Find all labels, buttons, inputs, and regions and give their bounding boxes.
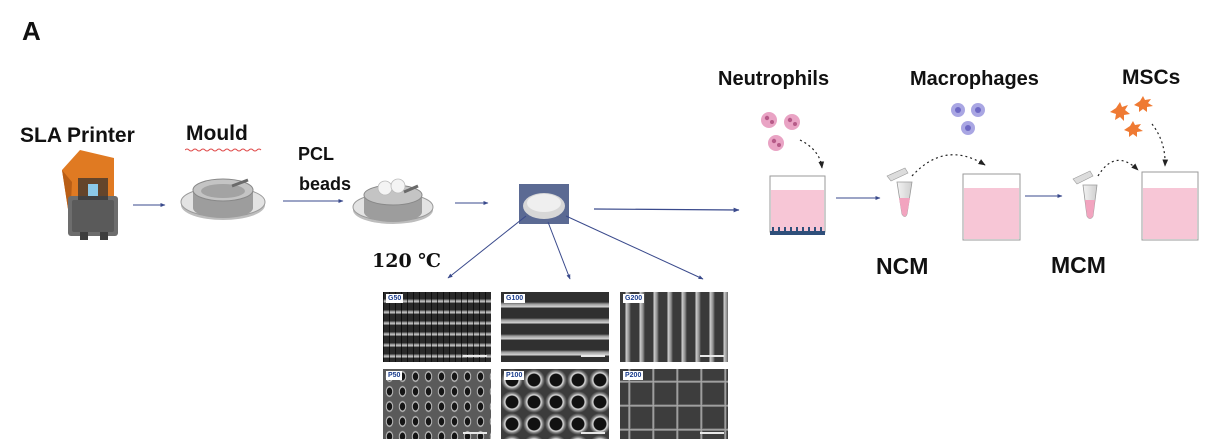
culture-well-icon <box>769 175 826 235</box>
arrow-scaffold-to-culture <box>593 207 740 213</box>
sem-tag-g200: G200 <box>623 294 645 303</box>
sem-tag-p50: P50 <box>386 371 403 380</box>
temperature-label: 120 ℃ <box>372 250 442 272</box>
sem-tag-p100: P100 <box>504 371 525 380</box>
ncm-label: NCM <box>876 253 929 279</box>
dotted-arrow-ncm <box>911 154 986 177</box>
dotted-arrow-neutrophils <box>799 139 825 169</box>
mscs-icon <box>1110 96 1153 137</box>
mcm-label: MCM <box>1051 252 1106 278</box>
sem-tag-p200: P200 <box>623 371 644 380</box>
sem-panel-p100: P100 <box>501 369 609 439</box>
neutrophils-icon <box>761 112 800 151</box>
macrophage-well-icon <box>962 173 1021 241</box>
mcm-tube-icon <box>1072 170 1098 219</box>
scaffold-disc-icon <box>519 184 569 224</box>
sem-panel-p200: P200 <box>620 369 728 439</box>
arrow-scaffold-to-sem-right <box>565 215 704 280</box>
sla-printer-label: SLA Printer <box>20 124 135 147</box>
macrophages-label: Macrophages <box>910 68 1039 90</box>
pcl-label: PCL <box>298 144 334 164</box>
arrow-scaffold-to-sem-left <box>447 215 527 279</box>
macrophages-icon <box>951 103 985 135</box>
sla-printer-icon <box>62 150 118 240</box>
panel-label: A <box>22 16 41 46</box>
scale-bar <box>581 355 605 357</box>
scale-bar <box>700 432 724 434</box>
scale-bar <box>463 432 487 434</box>
beads-label: beads <box>299 174 352 194</box>
dotted-arrow-mscs <box>1151 123 1169 167</box>
neutrophils-label: Neutrophils <box>718 68 830 90</box>
dotted-arrow-mcm <box>1097 159 1139 177</box>
ncm-tube-icon <box>886 167 913 217</box>
mould-spellcheck-underline <box>185 148 262 152</box>
arrow-scaffold-to-sem-middle <box>547 221 571 280</box>
scale-bar <box>700 355 724 357</box>
mould-with-beads-icon <box>352 178 434 224</box>
mould-icon <box>180 178 266 220</box>
sem-panel-g50: G50 <box>383 292 491 362</box>
sem-tag-g100: G100 <box>504 294 526 303</box>
sem-panel-p50: P50 <box>383 369 491 439</box>
mould-label: Mould <box>186 122 248 145</box>
scale-bar <box>581 432 605 434</box>
sem-tag-g50: G50 <box>386 294 404 303</box>
sem-panel-g100: G100 <box>501 292 609 362</box>
msc-well-icon <box>1141 171 1199 241</box>
sem-panel-g200: G200 <box>620 292 728 362</box>
mscs-label: MSCs <box>1122 66 1181 89</box>
scale-bar <box>463 355 487 357</box>
